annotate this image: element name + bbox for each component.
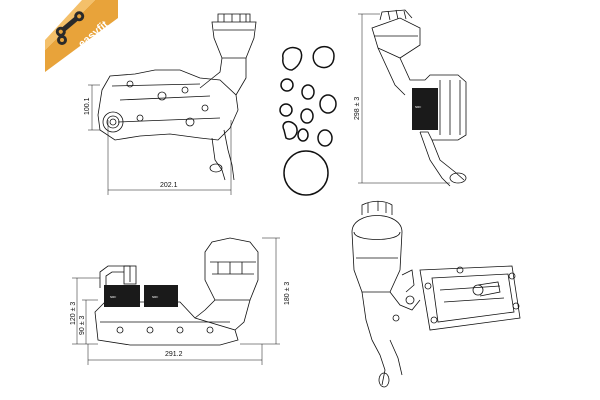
dim-view3-height: 180 ± 3 xyxy=(284,282,291,305)
cooler-block xyxy=(412,88,438,130)
seal-ring xyxy=(301,84,315,100)
seal-ring xyxy=(319,94,337,114)
dim-view3-h1: 120 ± 3 xyxy=(70,302,77,325)
dim-view1-height: 100.1 xyxy=(84,97,91,115)
gear-icon xyxy=(57,35,67,45)
wrench-icon xyxy=(55,11,85,37)
view-isometric xyxy=(351,200,521,388)
view-bottom-side xyxy=(72,237,280,365)
cooler-block-right xyxy=(144,285,178,307)
dim-view2-height: 298 ± 3 xyxy=(354,97,361,120)
seal-ring xyxy=(283,150,329,196)
seal-ring xyxy=(279,103,293,117)
dim-view1-width: 202.1 xyxy=(160,182,178,189)
dim-view3-width: 291.2 xyxy=(165,351,183,358)
seal-rings xyxy=(279,45,337,196)
view-side-housing xyxy=(88,13,257,195)
logo-ribbon xyxy=(45,0,118,72)
view-vertical-housing xyxy=(358,9,467,187)
seal-ring xyxy=(282,120,298,140)
seal-ring xyxy=(312,45,335,69)
seal-ring xyxy=(282,46,303,71)
dim-view3-h2: 90 ± 3 xyxy=(79,315,86,335)
seal-ring xyxy=(317,129,333,147)
svg-text:NRF: NRF xyxy=(152,295,158,299)
seal-ring xyxy=(300,108,314,124)
seal-ring xyxy=(280,78,294,92)
svg-text:NRF: NRF xyxy=(110,295,116,299)
seal-ring xyxy=(297,128,309,142)
cooler-block-left xyxy=(104,285,140,307)
easyfit-logo: easyfit xyxy=(45,0,118,72)
svg-text:NRF: NRF xyxy=(415,105,421,109)
